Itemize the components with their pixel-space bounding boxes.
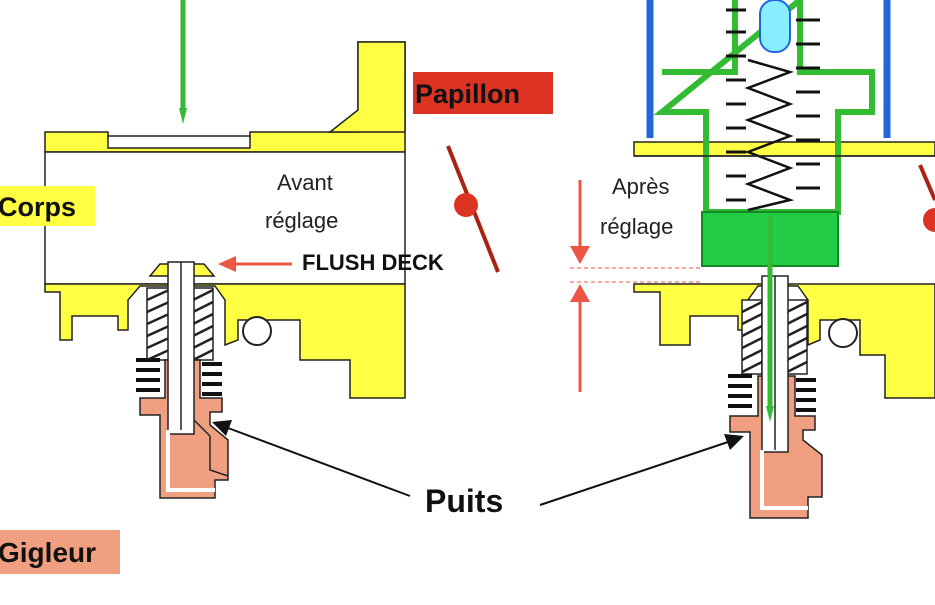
clearance-indicator: [570, 180, 700, 392]
left-lower-body: [44, 283, 406, 399]
papillon-tag-bg: [413, 72, 553, 114]
left-hole: [242, 316, 272, 346]
right-butterfly: [918, 164, 935, 201]
corps-label: Corps: [0, 192, 76, 222]
right-hatching: [741, 300, 808, 374]
corps-tag-bg: [0, 186, 95, 226]
left-carburetor: [44, 0, 500, 499]
puits-label: Puits: [425, 483, 503, 519]
gigleur-label: Gigleur: [0, 537, 96, 568]
avant-label-line2: réglage: [265, 208, 338, 233]
left-top-slot: [107, 135, 251, 149]
avant-label-line1: Avant: [277, 170, 333, 195]
left-butterfly-axis: [454, 193, 478, 217]
right-carburetor: [633, 0, 935, 519]
right-cyan-capsule: [759, 0, 791, 53]
right-hole: [828, 318, 858, 348]
left-spring: [136, 358, 222, 396]
right-jet-spring: [728, 374, 816, 412]
left-needle-tip: [179, 108, 187, 124]
flush-arrow-head: [218, 256, 236, 272]
papillon-label: Papillon: [415, 79, 520, 109]
gigleur-tag-bg: [0, 530, 120, 574]
right-lower-body: [633, 283, 935, 399]
puits-arrows: [212, 420, 744, 506]
right-upper-rim: [633, 141, 935, 157]
left-hatching: [146, 288, 214, 362]
apres-label-line1: Après: [612, 174, 669, 199]
left-top-step: [327, 41, 406, 133]
right-piston: [653, 0, 875, 215]
flush-deck-label: FLUSH DECK: [302, 250, 444, 275]
apres-label-line2: réglage: [600, 214, 673, 239]
right-guide-ticks: [726, 8, 820, 202]
right-spring: [744, 58, 795, 212]
